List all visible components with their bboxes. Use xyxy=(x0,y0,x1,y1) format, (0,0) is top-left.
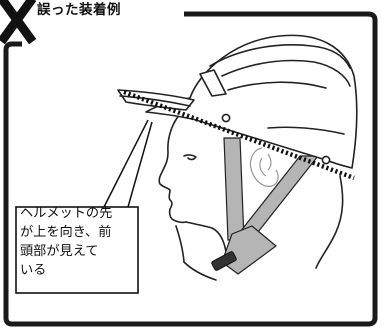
callout-box xyxy=(15,119,153,294)
ear xyxy=(249,147,279,187)
x-mark-icon xyxy=(0,0,37,45)
rivet-back xyxy=(321,155,331,165)
frame-border xyxy=(3,11,378,327)
page-title: 誤った装着例 xyxy=(37,2,121,18)
buckle xyxy=(211,251,237,271)
callout-text: ヘルメットの先 が上を向き、前 頭部が見えて いる xyxy=(20,204,136,280)
rivet-front xyxy=(221,113,231,123)
callout-line: ヘルメットの先 xyxy=(20,206,113,221)
callout-line: いる xyxy=(20,263,47,278)
callout-line: が上を向き、前 xyxy=(20,225,112,240)
helmet xyxy=(117,34,358,169)
callout-line: 頭部が見えて xyxy=(20,244,99,259)
chin-strap xyxy=(211,137,320,275)
head-outline xyxy=(158,111,344,281)
